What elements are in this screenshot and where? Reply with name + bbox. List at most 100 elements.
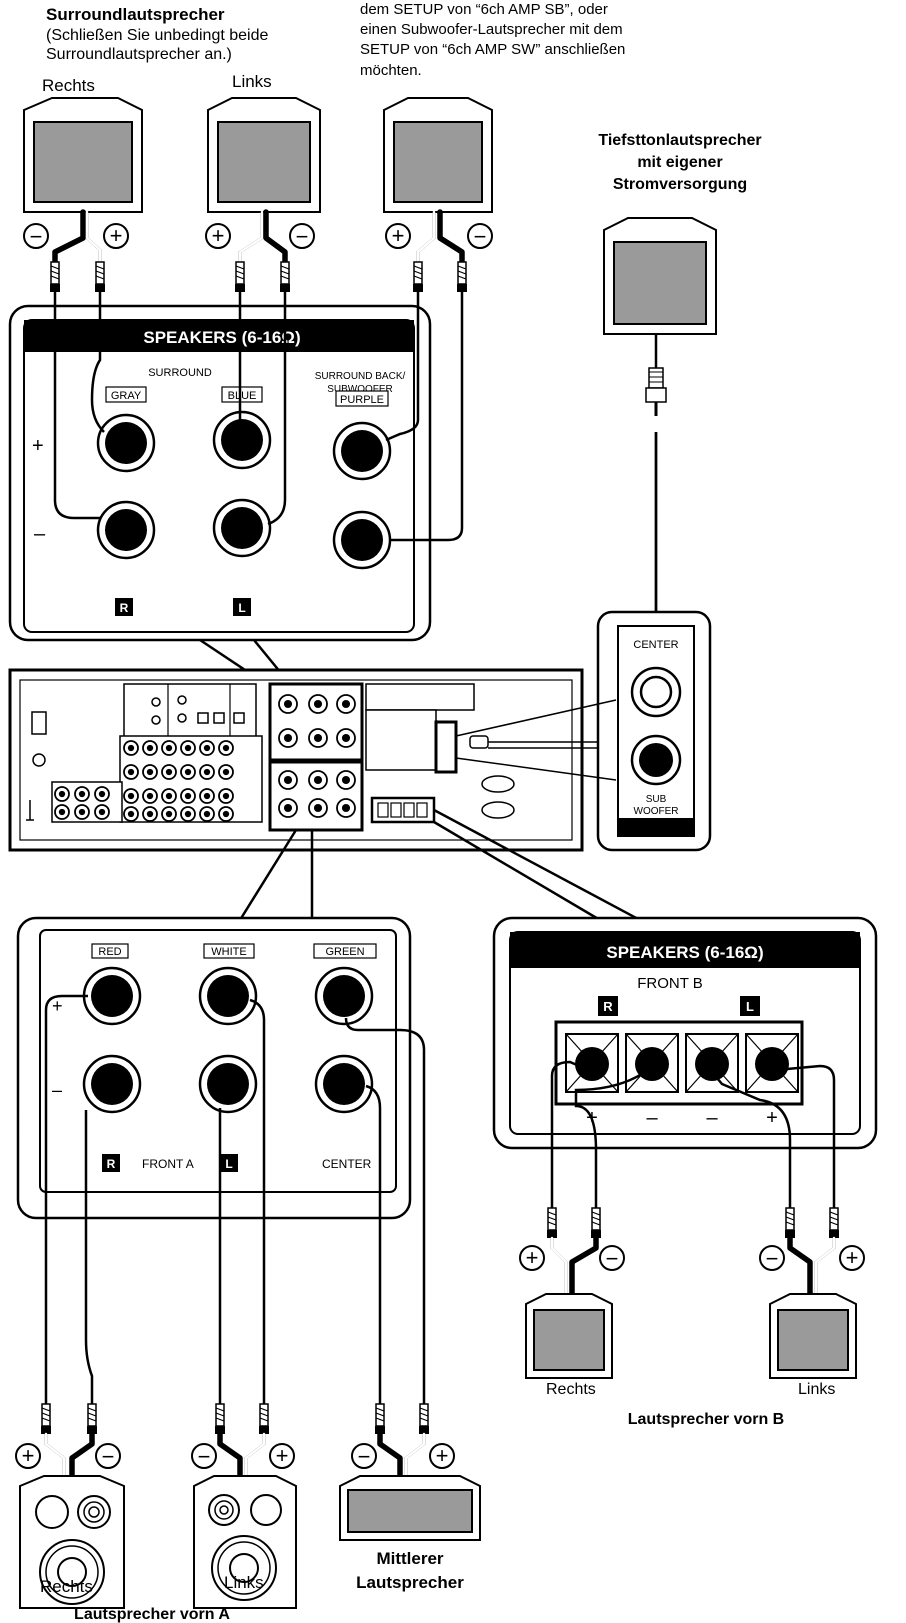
rca-jack (74, 804, 90, 820)
svg-text:+: + (392, 223, 405, 248)
surround-right-minus-terminal[interactable] (96, 500, 156, 560)
front-a-left-fork (214, 1403, 270, 1479)
rca-jack (180, 764, 196, 780)
surround-back-plus-terminal[interactable] (332, 421, 392, 481)
svg-text:−: − (474, 224, 487, 249)
rca-jack (123, 788, 139, 804)
center-jack[interactable] (630, 666, 682, 718)
surround-back-minus-terminal[interactable] (332, 510, 392, 570)
front-a-center-plus-terminal[interactable] (314, 966, 374, 1026)
svg-text:−: − (766, 1246, 779, 1271)
center-sub-box (596, 610, 712, 852)
subwoofer-speaker (603, 217, 717, 335)
front-a-center-minus-terminal[interactable] (314, 1054, 374, 1114)
plus-symbol-icon: + (839, 1245, 865, 1271)
front-b-l-badge (740, 996, 760, 1016)
front-a-right-minus-terminal[interactable] (82, 1054, 142, 1114)
front-a-left-minus-terminal[interactable] (198, 1054, 258, 1114)
speaker-terminal (308, 798, 328, 818)
gray-tag (105, 386, 147, 403)
front-b-screw-terminal[interactable] (625, 1033, 679, 1093)
plus-symbol-icon: + (205, 223, 231, 249)
minus-symbol-icon: − (289, 223, 315, 249)
front-b-minus2: – (706, 1107, 718, 1129)
center-speaker (339, 1475, 481, 1541)
center-fork (374, 1403, 430, 1479)
front-a-right-fork (40, 1403, 98, 1479)
sub-label-line2: WOOFER (634, 806, 679, 817)
rca-jack (161, 764, 177, 780)
surround-left-minus-terminal[interactable] (212, 498, 272, 558)
svg-text:−: − (296, 224, 309, 249)
plus-symbol-icon: + (15, 1443, 41, 1469)
subwoofer-title-line3: Stromversorgung (613, 176, 747, 193)
minus-symbol-icon: − (351, 1443, 377, 1469)
svg-text:−: − (606, 1246, 619, 1271)
front-a-right-label: Rechts (40, 1577, 93, 1596)
speaker-terminal (308, 770, 328, 790)
red-tag-label: RED (98, 946, 121, 958)
rca-jack (74, 786, 90, 802)
rca-jack (161, 806, 177, 822)
minus-symbol-icon: − (759, 1245, 785, 1271)
speaker-terminal (278, 728, 298, 748)
speaker-terminal (308, 728, 328, 748)
white-tag-label: WHITE (211, 946, 246, 958)
plus-symbol-icon: + (429, 1443, 455, 1469)
front-b-screw-terminal[interactable] (745, 1033, 799, 1093)
speaker-terminal (336, 728, 356, 748)
top-note-line3: SETUP von “6ch AMP SW” anschließen (360, 41, 625, 58)
callout-line (238, 829, 298, 921)
white-tag (203, 943, 255, 959)
rca-jack (199, 788, 215, 804)
rca-jack (54, 804, 70, 820)
purple-tag-label: PURPLE (340, 394, 384, 406)
front-b-plus2: + (766, 1107, 778, 1129)
rca-jack (161, 740, 177, 756)
svg-text:−: − (198, 1444, 211, 1469)
front-b-minus1: – (646, 1107, 658, 1129)
callout-line (433, 820, 601, 922)
front-a-left-plus-terminal[interactable] (198, 966, 258, 1026)
minus-row-label: – (34, 523, 46, 545)
rca-jack (180, 788, 196, 804)
green-tag-label: GREEN (325, 946, 364, 958)
center-box-label: CENTER (633, 639, 678, 651)
speaker-terminal (336, 770, 356, 790)
surround-note-line1: (Schließen Sie unbedingt beide (46, 27, 268, 44)
svg-text:+: + (276, 1443, 289, 1468)
surround-l-badge (233, 598, 251, 616)
front-b-left-fork (784, 1207, 840, 1297)
callout-line (433, 808, 641, 922)
subwoofer-title-line1: Tiefsttonlautsprecher (598, 132, 761, 149)
rca-jack (94, 804, 110, 820)
rca-jack (218, 788, 234, 804)
subwoofer-title-line2: mit eigener (637, 154, 722, 171)
front-b-left-label: Links (798, 1381, 835, 1398)
rca-jack (123, 740, 139, 756)
rca-jack (180, 740, 196, 756)
front-b-wires (550, 1060, 836, 1208)
surround-left-plus-terminal[interactable] (212, 410, 272, 470)
front-a-wires (44, 994, 426, 1404)
front-a-r-badge-text: R (107, 1157, 116, 1171)
surround-left-label: Links (232, 72, 272, 91)
plus-row-label: + (32, 435, 44, 457)
surround-l-badge-text: L (238, 601, 245, 615)
top-note-line4: möchten. (360, 62, 422, 79)
surround-right-plus-terminal[interactable] (96, 413, 156, 473)
rca-jack (142, 764, 158, 780)
svg-text:−: − (102, 1444, 115, 1469)
subwoofer-jack[interactable] (630, 734, 682, 786)
top-note-line2: einen Subwoofer-Lautsprecher mit dem (360, 21, 623, 38)
front-b-right-fork (546, 1207, 602, 1297)
svg-text:+: + (436, 1443, 449, 1468)
rca-jack (142, 740, 158, 756)
plus-symbol-icon: + (269, 1443, 295, 1469)
plus-symbol-icon: + (103, 223, 129, 249)
front-a-right-plus-terminal[interactable] (82, 966, 142, 1026)
surround-note-line2: Surroundlautsprecher an.) (46, 46, 232, 63)
front-b-screw-terminal[interactable] (685, 1033, 739, 1093)
surround-r-badge (115, 598, 133, 616)
